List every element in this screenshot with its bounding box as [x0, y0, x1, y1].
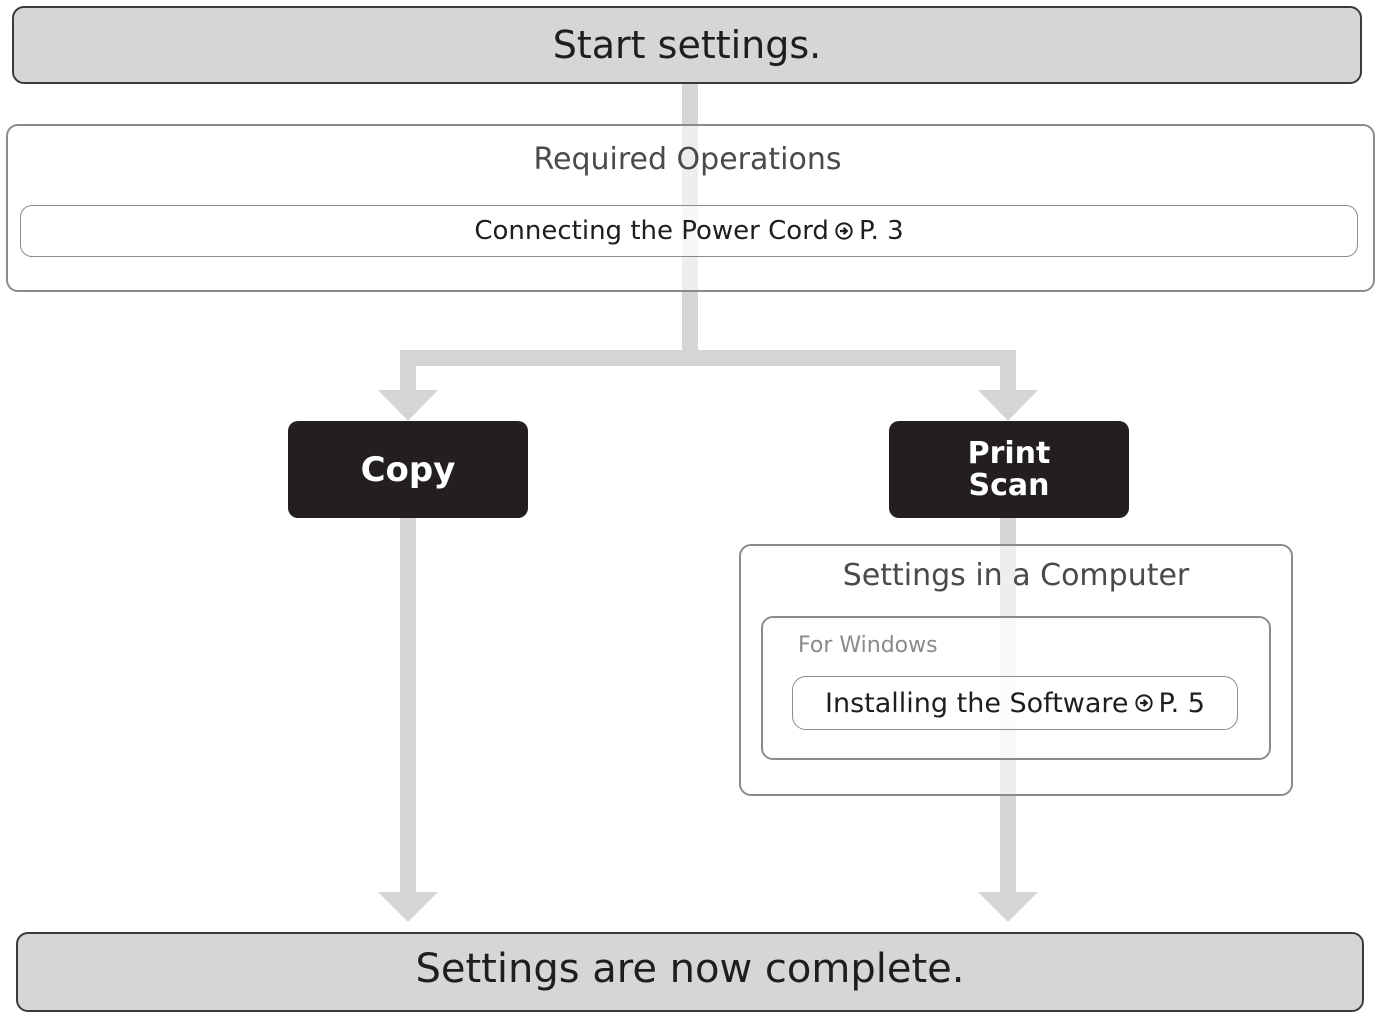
print-drop-line	[1000, 350, 1016, 392]
start-banner: Start settings.	[12, 6, 1362, 84]
arrow-circle-icon	[835, 222, 853, 240]
print-end-arrowhead	[978, 892, 1038, 922]
print-scan-branch-box: Print Scan	[889, 421, 1129, 518]
windows-label: For Windows	[798, 633, 938, 658]
copy-end-arrowhead	[378, 892, 438, 922]
power-cord-page-ref[interactable]: P. 3	[858, 216, 904, 246]
computer-settings-title: Settings in a Computer	[842, 558, 1190, 593]
power-cord-step[interactable]: Connecting the Power Cord P. 3	[20, 205, 1358, 257]
print-label: Print	[967, 435, 1051, 471]
scan-label: Scan	[968, 467, 1050, 503]
install-software-label: Installing the Software	[825, 687, 1129, 719]
copy-branch-box: Copy	[288, 421, 528, 518]
copy-drop-line	[400, 350, 416, 392]
copy-down-line	[400, 516, 416, 894]
power-cord-label: Connecting the Power Cord	[474, 216, 829, 246]
arrow-circle-icon	[1134, 694, 1153, 712]
start-label: Start settings.	[552, 23, 822, 67]
required-operations-title: Required Operations	[533, 142, 842, 177]
copy-label: Copy	[360, 449, 456, 490]
end-banner: Settings are now complete.	[16, 932, 1364, 1012]
print-arrowhead	[978, 390, 1038, 421]
end-label: Settings are now complete.	[415, 946, 965, 992]
split-line	[400, 350, 1016, 366]
copy-arrowhead	[378, 390, 438, 421]
install-software-page-ref[interactable]: P. 5	[1158, 687, 1205, 719]
install-software-step[interactable]: Installing the Software P. 5	[792, 676, 1238, 730]
